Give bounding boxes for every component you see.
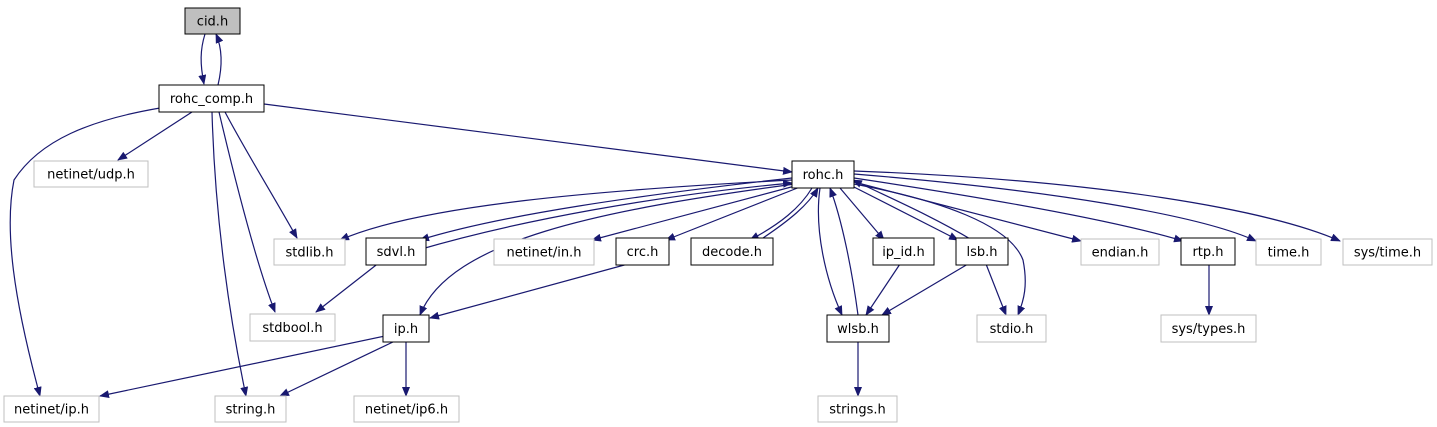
svg-text:stdio.h: stdio.h [990, 322, 1034, 337]
svg-text:wlsb.h: wlsb.h [837, 322, 879, 337]
node-sys-types[interactable]: sys/types.h [1160, 314, 1257, 343]
edge-rohc-to-ip [419, 183, 796, 316]
svg-text:stdbool.h: stdbool.h [262, 321, 322, 336]
edge-decode-to-rohc [759, 187, 819, 241]
edge-rohc-to-wlsb [817, 187, 843, 316]
edge-rohc-to-netinet-in [591, 185, 796, 242]
svg-text:netinet/udp.h: netinet/udp.h [47, 168, 135, 183]
svg-text:rohc.h: rohc.h [803, 168, 844, 183]
node-endian[interactable]: endian.h [1080, 238, 1160, 266]
edge-rohc-comp-to-netinet-ip [9, 107, 161, 397]
svg-text:netinet/ip.h: netinet/ip.h [14, 403, 89, 418]
svg-text:crc.h: crc.h [627, 245, 659, 260]
node-cid[interactable]: cid.h [184, 7, 241, 35]
edge-rohc-comp-to-stdlib [224, 111, 298, 239]
node-crc[interactable]: crc.h [615, 237, 670, 266]
edge-cid-to-rohc-comp [198, 33, 207, 85]
node-wlsb[interactable]: wlsb.h [826, 314, 890, 343]
node-rohc[interactable]: rohc.h [791, 160, 855, 189]
edge-rohc-to-rtp [853, 177, 1184, 243]
node-sys-time[interactable]: sys/time.h [1342, 238, 1433, 266]
svg-text:lsb.h: lsb.h [966, 245, 997, 260]
svg-text:decode.h: decode.h [702, 245, 762, 260]
node-decode[interactable]: decode.h [690, 237, 774, 266]
svg-text:endian.h: endian.h [1092, 246, 1149, 261]
edge-lsb-to-wlsb [881, 263, 969, 316]
edge-rohc-to-endian [853, 181, 1082, 243]
node-ip[interactable]: ip.h [382, 314, 430, 343]
node-time[interactable]: time.h [1255, 238, 1322, 266]
svg-text:ip_id.h: ip_id.h [882, 245, 925, 260]
svg-text:netinet/in.h: netinet/in.h [507, 246, 582, 261]
edge-rohc-to-time [853, 173, 1257, 242]
node-netinet-ip6[interactable]: netinet/ip6.h [353, 395, 460, 423]
node-stdbool[interactable]: stdbool.h [249, 313, 336, 342]
edge-rohc-to-ip-id [839, 187, 885, 241]
edge-crc-to-ip [429, 263, 629, 320]
svg-text:sdvl.h: sdvl.h [377, 245, 416, 260]
node-netinet-ip[interactable]: netinet/ip.h [3, 395, 100, 423]
edge-rohc-to-lsb [851, 185, 959, 241]
node-stdlib[interactable]: stdlib.h [273, 238, 346, 266]
edge-rohc-to-crc [665, 186, 801, 241]
edge-ip-id-to-wlsb [865, 263, 901, 316]
node-stdio[interactable]: stdio.h [976, 314, 1047, 343]
edge-sdvl-to-rohc [417, 179, 793, 251]
node-rtp[interactable]: rtp.h [1180, 237, 1236, 266]
edge-rohc-comp-to-udp [117, 111, 193, 161]
edge-rohc-to-stdlib [339, 179, 793, 241]
edge-rohc-to-sdvl [419, 177, 793, 242]
edge-ip-to-string [279, 340, 396, 397]
svg-text:strings.h: strings.h [829, 403, 885, 418]
svg-text:time.h: time.h [1268, 246, 1310, 261]
edge-rohc-comp-to-rohc [263, 103, 793, 175]
svg-text:stdlib.h: stdlib.h [286, 246, 334, 261]
svg-text:cid.h: cid.h [197, 15, 228, 30]
edge-wlsb-to-rohc [829, 187, 859, 316]
node-rohc-comp[interactable]: rohc_comp.h [158, 84, 265, 113]
edge-sdvl-to-stdbool [315, 261, 381, 313]
edge-rohc-to-decode [749, 187, 813, 241]
node-netinet-in[interactable]: netinet/in.h [493, 238, 595, 266]
node-lsb[interactable]: lsb.h [955, 237, 1009, 266]
svg-text:rtp.h: rtp.h [1192, 245, 1223, 260]
edges [9, 33, 1341, 399]
svg-text:netinet/ip6.h: netinet/ip6.h [365, 403, 448, 418]
svg-text:sys/types.h: sys/types.h [1172, 322, 1246, 337]
nodes: cid.h rohc_comp.h netinet/udp.h rohc.h s… [3, 7, 1433, 423]
svg-text:string.h: string.h [226, 403, 276, 418]
edge-rohc-comp-to-cid [215, 33, 224, 86]
edge-ip-to-netinet-ip [99, 335, 386, 399]
node-ip-id[interactable]: ip_id.h [872, 237, 935, 266]
svg-text:rohc_comp.h: rohc_comp.h [170, 92, 253, 107]
svg-text:ip.h: ip.h [394, 322, 418, 337]
edge-lsb-to-stdio [985, 263, 1007, 316]
edge-rohc-comp-to-stdbool [218, 111, 276, 313]
node-strings[interactable]: strings.h [817, 395, 898, 423]
edge-rohc-to-sys-time [853, 170, 1341, 242]
node-sdvl[interactable]: sdvl.h [365, 237, 427, 266]
node-netinet-udp[interactable]: netinet/udp.h [33, 160, 149, 188]
node-string[interactable]: string.h [214, 395, 287, 423]
svg-text:sys/time.h: sys/time.h [1354, 246, 1421, 261]
edge-rohc-comp-to-string [211, 111, 249, 397]
